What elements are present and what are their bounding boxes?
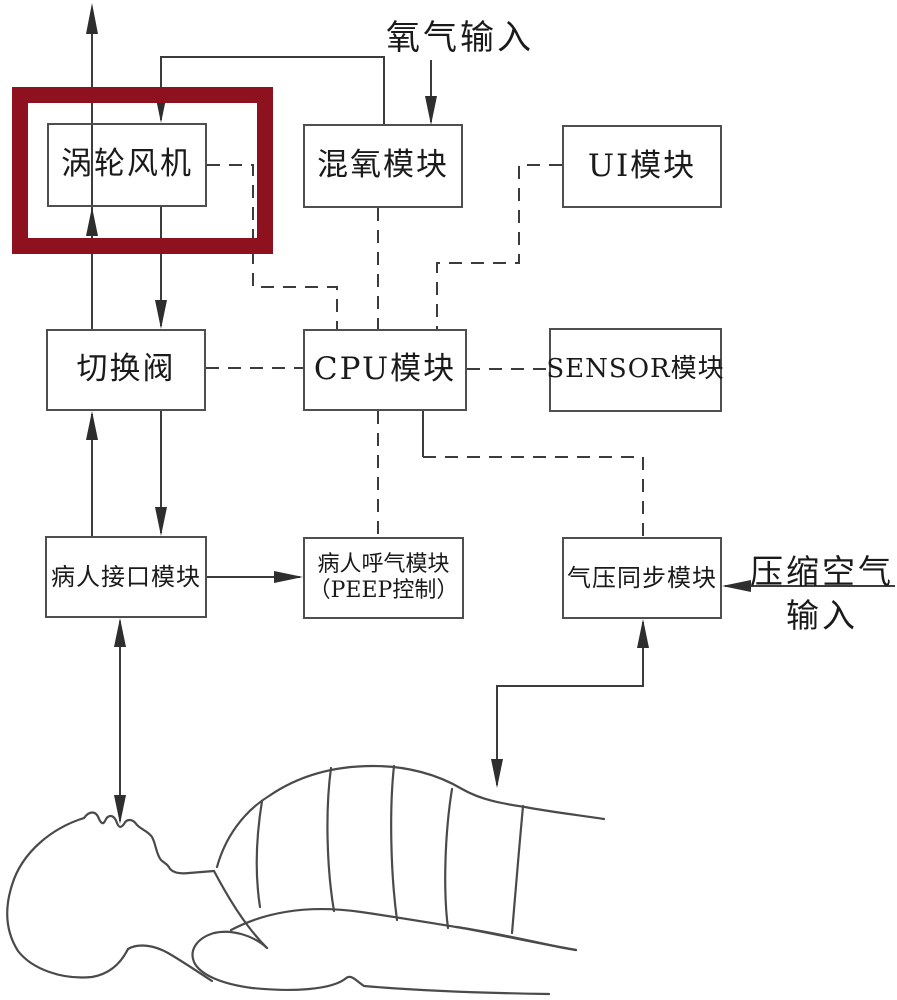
interface-to-valve-arrow: [86, 411, 98, 536]
oxygen-input-arrow: [425, 60, 437, 125]
pressure-sync-label: 气压同步模块: [567, 563, 717, 592]
patient-neck-underside: [126, 944, 214, 983]
patient-exhale-label: 病人呼气模块: [317, 551, 450, 577]
cpu-module-label: CPU模块: [313, 351, 457, 388]
patient-rib-line: [444, 787, 454, 930]
cpu-sync-dashed-line: [423, 456, 644, 537]
patient-head-outline: [6, 816, 130, 979]
compressed-air-arrow: [722, 580, 895, 592]
patient-arm-outline: [191, 930, 347, 991]
exhaust-up-arrow: [86, 3, 98, 329]
patient-rib-line: [326, 766, 336, 913]
highlight-rectangle: [12, 87, 273, 254]
patient-rib-line: [510, 804, 525, 935]
patient-body-bottom-line: [343, 975, 551, 996]
switching-valve-label: 切换阀: [76, 351, 176, 388]
compressed-air-label-top: 压缩空气: [750, 552, 894, 591]
patient-arm-top-line: [229, 908, 578, 952]
ui-module-label: UI模块: [587, 147, 697, 184]
switching-valve-box: 切换阀: [46, 329, 206, 411]
sensor-module-box: SENSOR模块: [546, 328, 725, 412]
oxygen-mixer-label: 混氧模块: [317, 147, 449, 184]
patient-interface-label: 病人接口模块: [51, 562, 201, 591]
pressure-sync-module-box: 气压同步模块: [562, 537, 722, 619]
oxygen-input-label: 氧气输入: [386, 18, 534, 58]
cpu-module-box: CPU模块: [303, 329, 467, 411]
patient-to-sync-double-arrow: [491, 619, 649, 788]
patient-interface-module-box: 病人接口模块: [45, 536, 207, 618]
patient-chest-outline: [215, 764, 606, 869]
patient-exhale-module-box: 病人呼气模块 （PEEP控制）: [303, 537, 464, 619]
interface-patient-double-arrow: [114, 618, 126, 824]
peep-control-label: （PEEP控制）: [308, 578, 459, 603]
patient-rib-line: [255, 799, 264, 909]
patient-figure: [6, 764, 606, 996]
turbine-cpu-dashed-line: [207, 164, 338, 329]
turbine-to-valve-arrow: [155, 207, 167, 329]
turbine-fan-label: 涡轮风机: [61, 146, 193, 183]
ui-cpu-dashed-line: [436, 164, 562, 329]
valve-to-interface-arrow: [155, 411, 167, 536]
patient-hand-line: [455, 925, 578, 952]
sensor-module-label: SENSOR模块: [546, 354, 725, 385]
patient-face-profile: [82, 811, 216, 875]
turbine-fan-box: 涡轮风机: [47, 123, 207, 207]
patient-rib-line: [390, 764, 399, 922]
compressed-air-label-bottom: 输入: [786, 596, 858, 635]
patient-neck-right: [212, 869, 269, 950]
oxygen-mixer-box: 混氧模块: [303, 124, 463, 208]
interface-to-exhale-arrow: [207, 571, 303, 583]
ui-module-box: UI模块: [562, 125, 722, 208]
